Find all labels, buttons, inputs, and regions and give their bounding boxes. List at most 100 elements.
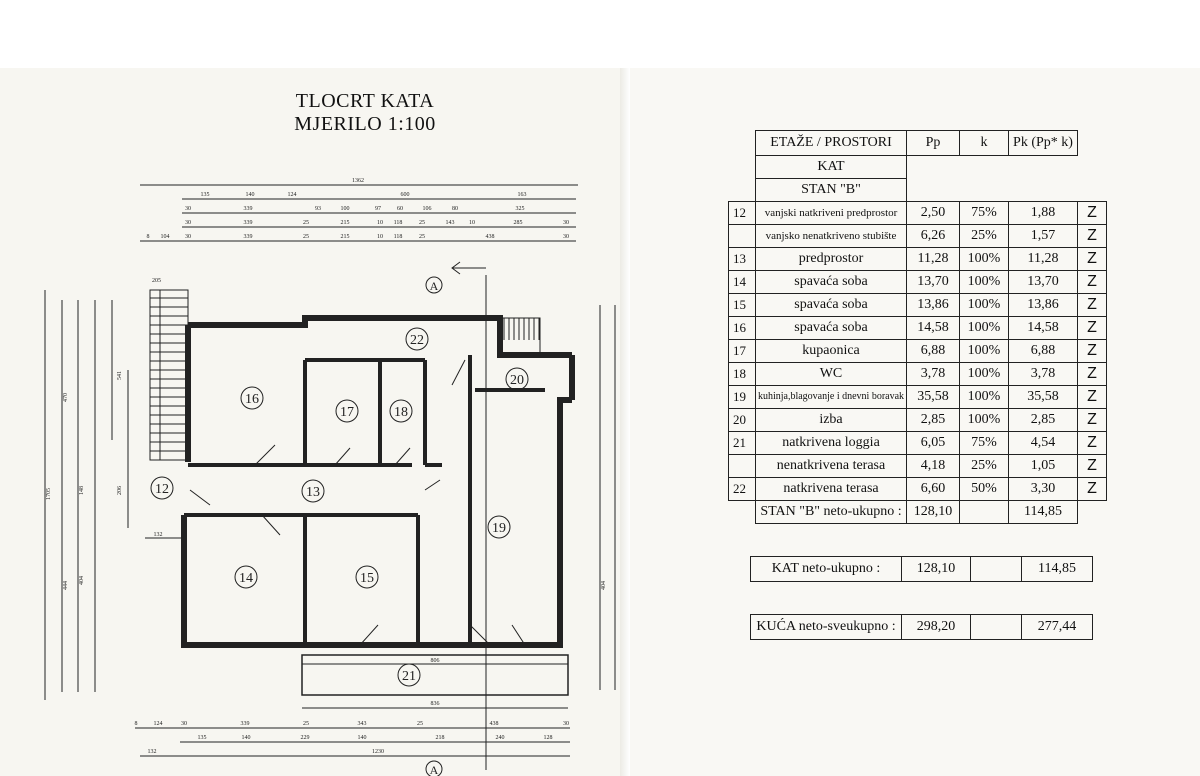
row-pp: 35,58	[906, 385, 960, 409]
dimension-label: 60	[397, 206, 403, 212]
dimension-label: 30	[185, 220, 191, 226]
dimension-label: 106	[423, 206, 432, 212]
dim-left-1705: 1705	[46, 488, 52, 500]
dimension-lines-top	[140, 184, 578, 242]
room-label: 21	[402, 669, 416, 684]
room-label: 20	[510, 373, 524, 388]
dimension-label: 600	[401, 192, 410, 198]
dimension-label: 1230	[372, 749, 384, 755]
stan-total-label: STAN "B" neto-ukupno :	[755, 500, 907, 524]
kat-label: KAT	[755, 155, 907, 179]
dimension-label: 118	[394, 220, 403, 226]
row-z: Z	[1077, 431, 1107, 455]
row-name: spavaća soba	[755, 316, 907, 340]
plan-title: TLOCRT KATA MJERILO 1:100	[250, 90, 480, 136]
dimension-label: 25	[303, 234, 309, 240]
row-k: 75%	[959, 201, 1009, 225]
room-label-circle	[487, 515, 511, 539]
row-num: 15	[728, 293, 756, 317]
row-num: 13	[728, 247, 756, 271]
row-pp: 2,85	[906, 408, 960, 432]
row-z: Z	[1077, 293, 1107, 317]
row-name: vanjski natkriveni predprostor	[755, 201, 907, 225]
row-name: predprostor	[755, 247, 907, 271]
row-name: natkrivena terasa	[755, 477, 907, 501]
row-k: 100%	[959, 247, 1009, 271]
row-z: Z	[1077, 247, 1107, 271]
dimension-label: 438	[490, 721, 499, 727]
row-z: Z	[1077, 385, 1107, 409]
row-pk: 6,88	[1008, 339, 1078, 363]
row-num: 19	[728, 385, 756, 409]
row-pp: 6,05	[906, 431, 960, 455]
row-name: nenatkrivena terasa	[755, 454, 907, 478]
row-k: 100%	[959, 270, 1009, 294]
row-name: kupaonica	[755, 339, 907, 363]
dim-left-470: 470	[63, 393, 69, 402]
row-name: WC	[755, 362, 907, 386]
dim-left-404: 404	[79, 576, 85, 585]
dimension-lines-right	[599, 305, 616, 690]
dimension-label: 140	[242, 735, 251, 741]
row-name: izba	[755, 408, 907, 432]
dimension-label: 118	[394, 234, 403, 240]
row-z: Z	[1077, 477, 1107, 501]
row-pp: 6,88	[906, 339, 960, 363]
dimension-label: 339	[244, 234, 253, 240]
row-z: Z	[1077, 224, 1107, 248]
dimension-label: 30	[185, 206, 191, 212]
section-marker-a-top: A	[430, 279, 439, 293]
dimension-label: 339	[244, 220, 253, 226]
row-num: 22	[728, 477, 756, 501]
row-z: Z	[1077, 201, 1107, 225]
stairs-right	[499, 317, 541, 355]
room-label-circle	[397, 663, 421, 687]
row-num: 17	[728, 339, 756, 363]
plan-title-line1: TLOCRT KATA	[295, 90, 435, 112]
room-label: 17	[340, 405, 354, 420]
dimension-label: 30	[563, 220, 569, 226]
row-pk: 4,54	[1008, 431, 1078, 455]
area-table: ETAŽE / PROSTORI Pp k Pk (Pp* k) KAT STA…	[728, 130, 1107, 524]
dimension-label: 100	[341, 206, 350, 212]
row-pk: 1,05	[1008, 454, 1078, 478]
row-pk: 13,70	[1008, 270, 1078, 294]
dim-right-404: 404	[601, 581, 607, 590]
dimension-label: 135	[201, 192, 210, 198]
room-label-circle	[150, 476, 174, 500]
header-k: k	[959, 130, 1009, 156]
section-marker-bottom: A	[425, 760, 443, 776]
row-pp: 6,60	[906, 477, 960, 501]
room-label-circle	[301, 479, 325, 503]
row-pk: 2,85	[1008, 408, 1078, 432]
dim-left-148: 148	[79, 486, 85, 495]
row-pp: 13,70	[906, 270, 960, 294]
row-pk: 13,86	[1008, 293, 1078, 317]
stan-total-pk: 114,85	[1008, 500, 1078, 524]
row-k: 100%	[959, 339, 1009, 363]
kat-total-pk: 114,85	[1038, 561, 1076, 576]
dim-total-top: 1362	[352, 178, 364, 184]
row-name: kuhinja,blagovanje i dnevni boravak	[755, 385, 907, 409]
dimension-label: 135	[198, 735, 207, 741]
row-k: 100%	[959, 293, 1009, 317]
row-k: 100%	[959, 316, 1009, 340]
dimension-label: 10	[469, 220, 475, 226]
room-label-circle	[335, 399, 359, 423]
row-z: Z	[1077, 362, 1107, 386]
dimension-label: 10	[377, 234, 383, 240]
room-label: 12	[155, 482, 169, 497]
header-pp: Pp	[906, 130, 960, 156]
header-name: ETAŽE / PROSTORI	[755, 130, 907, 156]
row-pk: 14,58	[1008, 316, 1078, 340]
row-num: 20	[728, 408, 756, 432]
row-z: Z	[1077, 408, 1107, 432]
kat-total-row: KAT neto-ukupno : 128,10 114,85	[750, 556, 1093, 582]
dimension-label: 124	[154, 721, 163, 727]
loggia-outline	[301, 654, 569, 696]
row-z: Z	[1077, 316, 1107, 340]
